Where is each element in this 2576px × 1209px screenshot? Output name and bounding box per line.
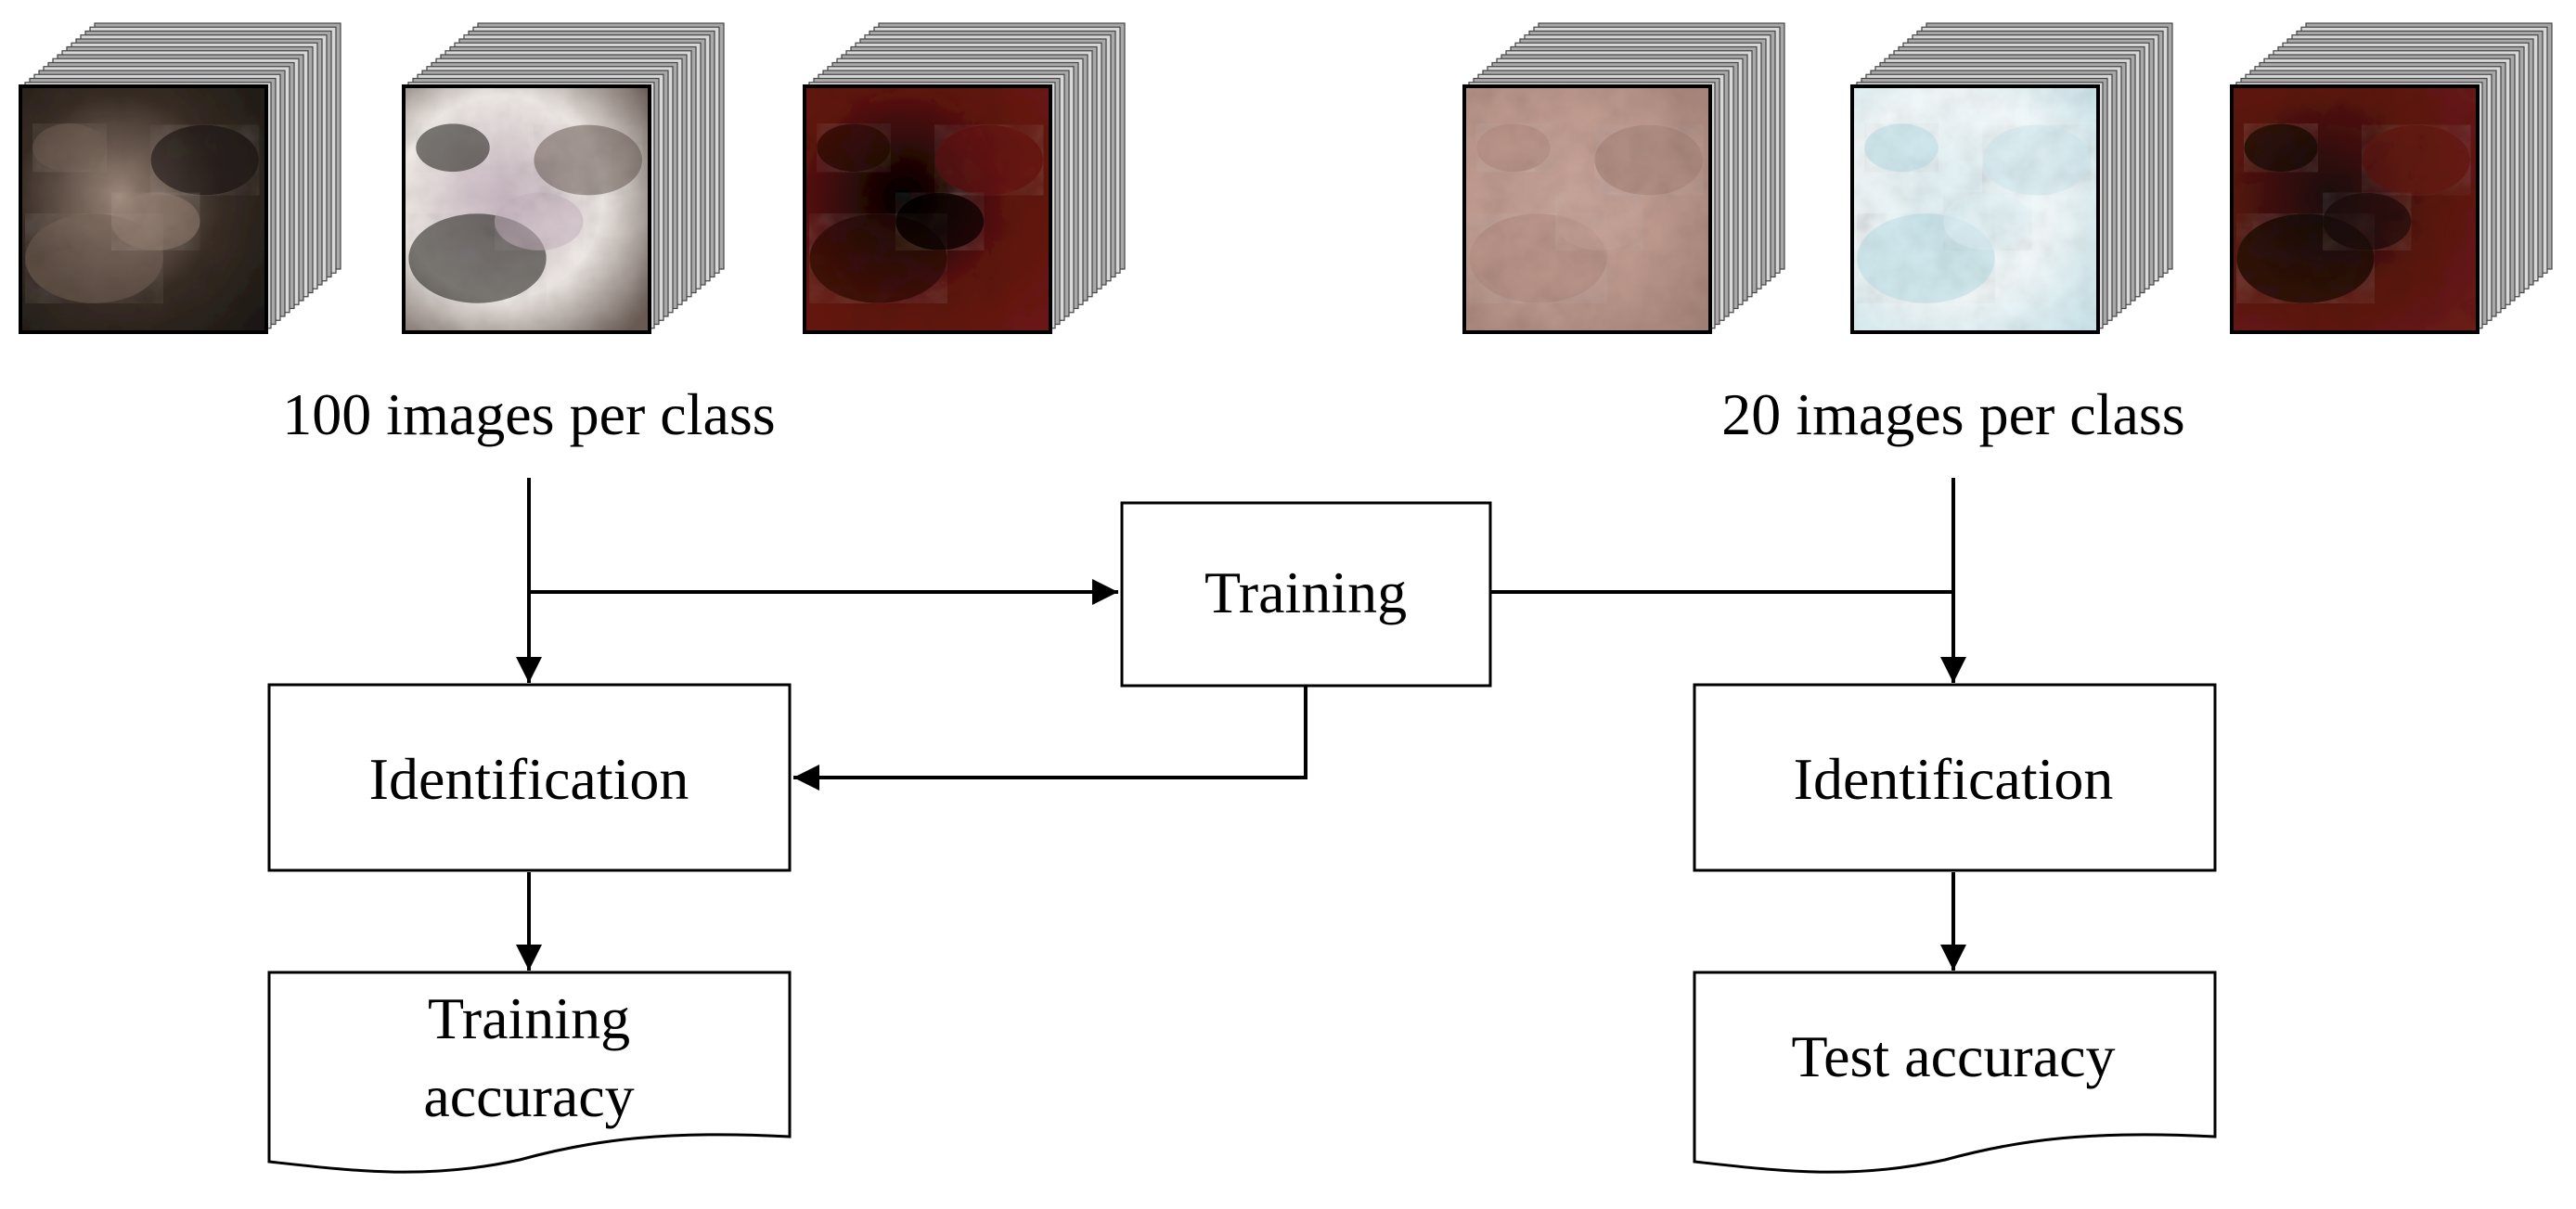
training-accuracy-document (267, 971, 792, 1174)
cloud-texture-cyan-image (1850, 84, 2100, 334)
cloud-texture-red-image (803, 84, 1052, 334)
cloud-texture-white-image (402, 84, 651, 334)
identification-box-left (267, 683, 792, 872)
connectors (516, 478, 1966, 971)
training-set-caption: 100 images per class (282, 381, 775, 447)
test-image-stack-1 (1462, 22, 1785, 334)
training-accuracy-line-1: Training (428, 985, 630, 1051)
training-image-stack-3 (803, 22, 1126, 334)
identification-box-right (1693, 683, 2217, 872)
arrow-training-to-identification-left (793, 687, 1307, 791)
cloud-texture-brown-image (19, 84, 268, 334)
training-image-stack-1 (19, 22, 341, 334)
test-set-caption: 20 images per class (1721, 381, 2184, 447)
training-box (1120, 501, 1492, 688)
training-accuracy-line-2: accuracy (423, 1063, 634, 1129)
test-image-stack-2 (1850, 22, 2173, 334)
test-accuracy-document (1693, 971, 2217, 1174)
test-accuracy-label: Test accuracy (1791, 1023, 2115, 1089)
identification-right-label: Identification (1794, 746, 2114, 812)
cloud-texture-pink-image (1462, 84, 1712, 334)
identification-left-label: Identification (369, 746, 689, 812)
cloud-texture-dark-red-image (2230, 84, 2479, 334)
training-box-label: Training (1204, 559, 1407, 625)
training-image-stack-2 (402, 22, 725, 334)
test-image-stack-3 (2230, 22, 2553, 334)
